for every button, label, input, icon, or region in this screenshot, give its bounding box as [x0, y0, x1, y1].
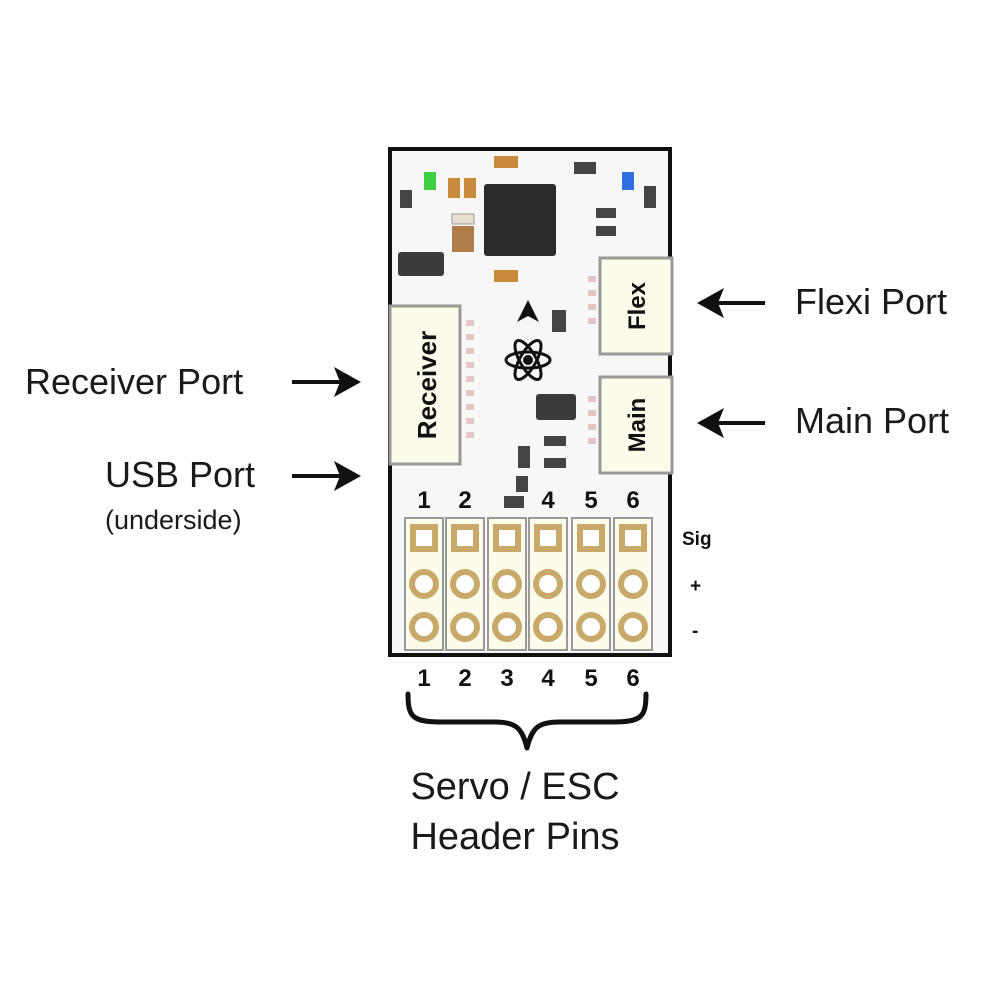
footer-line-1: Servo / ESC — [410, 766, 620, 808]
header-pin-column — [571, 517, 611, 651]
main-port: Main — [598, 375, 674, 475]
pin-hole — [499, 530, 515, 546]
pin-hole — [498, 618, 516, 636]
receiver-port-text: Receiver — [412, 331, 442, 439]
orientation-arrow-icon — [517, 300, 539, 322]
pin-numbers-top: 1 2 4 5 6 — [417, 487, 639, 514]
pin-hole — [583, 530, 599, 546]
footer-line-2: Header Pins — [410, 816, 620, 858]
flex-port-text: Flex — [624, 281, 651, 330]
receiver-port: Receiver — [388, 304, 462, 466]
pin-hole — [498, 575, 516, 593]
main-port-text: Main — [624, 398, 651, 453]
pin-number-bottom: 5 — [584, 665, 597, 692]
pin-number-bottom: 6 — [626, 665, 639, 692]
pin-number-top: 2 — [458, 487, 471, 514]
usb-port-note: (underside) — [105, 505, 242, 535]
header-pin-column — [445, 517, 485, 651]
pin-hole — [539, 618, 557, 636]
pin-hole — [415, 618, 433, 636]
pin-hole — [415, 575, 433, 593]
arrow-receiver — [292, 367, 361, 397]
pin-hole — [582, 618, 600, 636]
sensor-chip — [536, 394, 576, 420]
receiver-port-label: Receiver Port — [25, 361, 244, 402]
pin-hole — [456, 618, 474, 636]
pin-number-top: 4 — [541, 487, 555, 514]
curly-brace — [405, 691, 649, 751]
main-port-label: Main Port — [795, 400, 950, 441]
pin-number-bottom: 3 — [500, 665, 513, 692]
row-label-plus: + — [690, 576, 701, 597]
pin-number-top: 5 — [584, 487, 597, 514]
pin-hole — [582, 575, 600, 593]
row-label-minus: - — [692, 621, 698, 642]
mcu-chip — [484, 184, 556, 256]
pin-hole — [624, 575, 642, 593]
pin-number-top: 1 — [417, 487, 430, 514]
pin-hole — [624, 618, 642, 636]
row-labels: Sig + - — [682, 529, 712, 642]
pin-number-bottom: 1 — [417, 665, 430, 692]
flexi-port-label: Flexi Port — [795, 281, 948, 322]
atom-logo-icon — [504, 339, 552, 381]
arrow-flexi — [697, 288, 765, 318]
led-green — [424, 172, 436, 190]
pin-number-bottom: 2 — [458, 665, 471, 692]
header-pin-column — [487, 517, 527, 651]
pin-hole — [539, 575, 557, 593]
pin-numbers-bottom: 1 2 3 4 5 6 — [417, 665, 639, 692]
pin-number-bottom: 4 — [541, 665, 555, 692]
regulator — [398, 252, 444, 276]
pin-hole — [416, 530, 432, 546]
flex-port: Flex — [598, 256, 674, 356]
pin-hole — [625, 530, 641, 546]
pin-hole — [457, 530, 473, 546]
components — [398, 156, 656, 508]
led-blue — [622, 172, 634, 190]
header-pin-column — [528, 517, 568, 651]
header-pin-column — [404, 517, 444, 651]
pin-number-top: 6 — [626, 487, 639, 514]
header-pins — [404, 517, 653, 651]
row-label-sig: Sig — [682, 529, 712, 550]
usb-port-label: USB Port — [105, 454, 256, 495]
arrow-main — [697, 408, 765, 438]
pin-hole — [456, 575, 474, 593]
header-pin-column — [613, 517, 653, 651]
pin-hole — [540, 530, 556, 546]
arrow-usb — [292, 461, 361, 491]
